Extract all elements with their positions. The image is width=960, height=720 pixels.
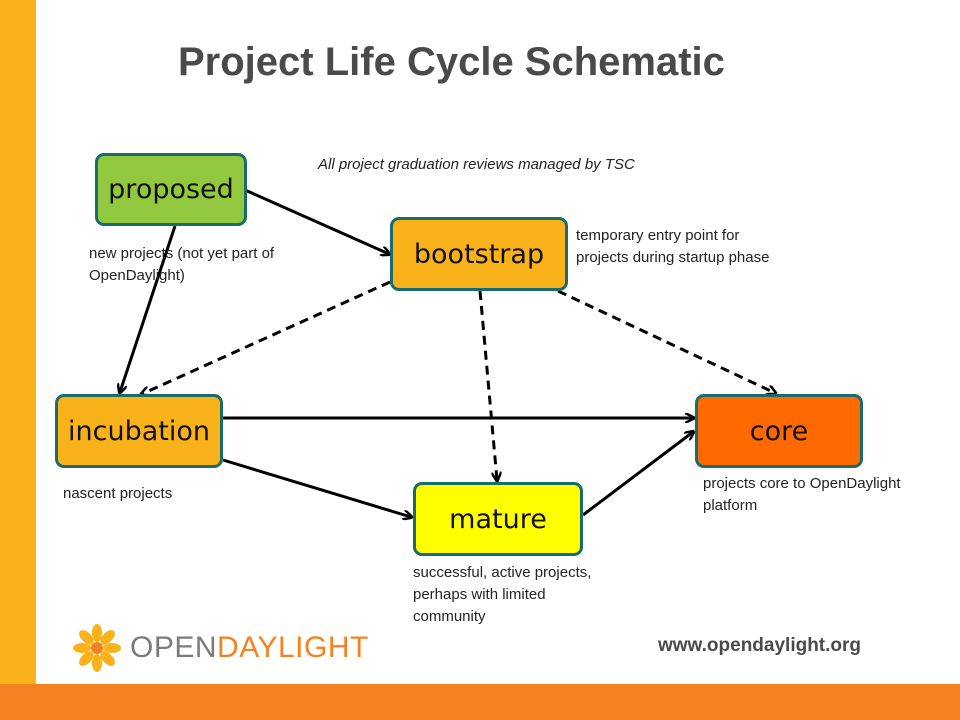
logo-open-text: OPEN bbox=[130, 631, 218, 664]
note-incubation: nascent projects bbox=[63, 485, 173, 502]
arrow-incubation-to-mature bbox=[222, 458, 411, 517]
left-accent-bar bbox=[0, 0, 36, 720]
node-core: core bbox=[695, 394, 863, 468]
node-bootstrap: bootstrap bbox=[390, 217, 568, 291]
note-mature: successful, active projects, perhaps wit… bbox=[413, 564, 592, 625]
slide-subtitle: All project graduation reviews managed b… bbox=[318, 156, 635, 173]
node-proposed: proposed bbox=[95, 153, 247, 226]
slide-title: Project Life Cycle Schematic bbox=[178, 40, 725, 84]
arrow-proposed-to-bootstrap bbox=[244, 188, 389, 254]
arrow-bootstrap-to-mature bbox=[478, 290, 497, 480]
arrow-mature-to-core bbox=[582, 432, 693, 517]
arrow-bootstrap-to-incubation bbox=[142, 280, 391, 394]
logo-daylight-text: DAYLIGHT bbox=[217, 631, 369, 664]
arrow-proposed-to-incubation bbox=[120, 225, 177, 392]
note-core: projects core to OpenDaylight platform bbox=[703, 475, 901, 514]
arrow-bootstrap-to-core bbox=[557, 289, 775, 393]
website-url: www.opendaylight.org bbox=[658, 635, 862, 656]
sunburst-logo-icon bbox=[73, 624, 121, 672]
logo-wordmark: OPENDAYLIGHT bbox=[130, 631, 369, 665]
note-proposed: new projects (not yet part of OpenDaylig… bbox=[89, 245, 275, 284]
node-mature: mature bbox=[413, 482, 583, 556]
node-incubation: incubation bbox=[55, 394, 223, 468]
opendaylight-logo: OPENDAYLIGHT bbox=[72, 622, 369, 674]
note-bootstrap: temporary entry point for projects durin… bbox=[576, 227, 770, 266]
bottom-accent-bar bbox=[0, 684, 960, 720]
